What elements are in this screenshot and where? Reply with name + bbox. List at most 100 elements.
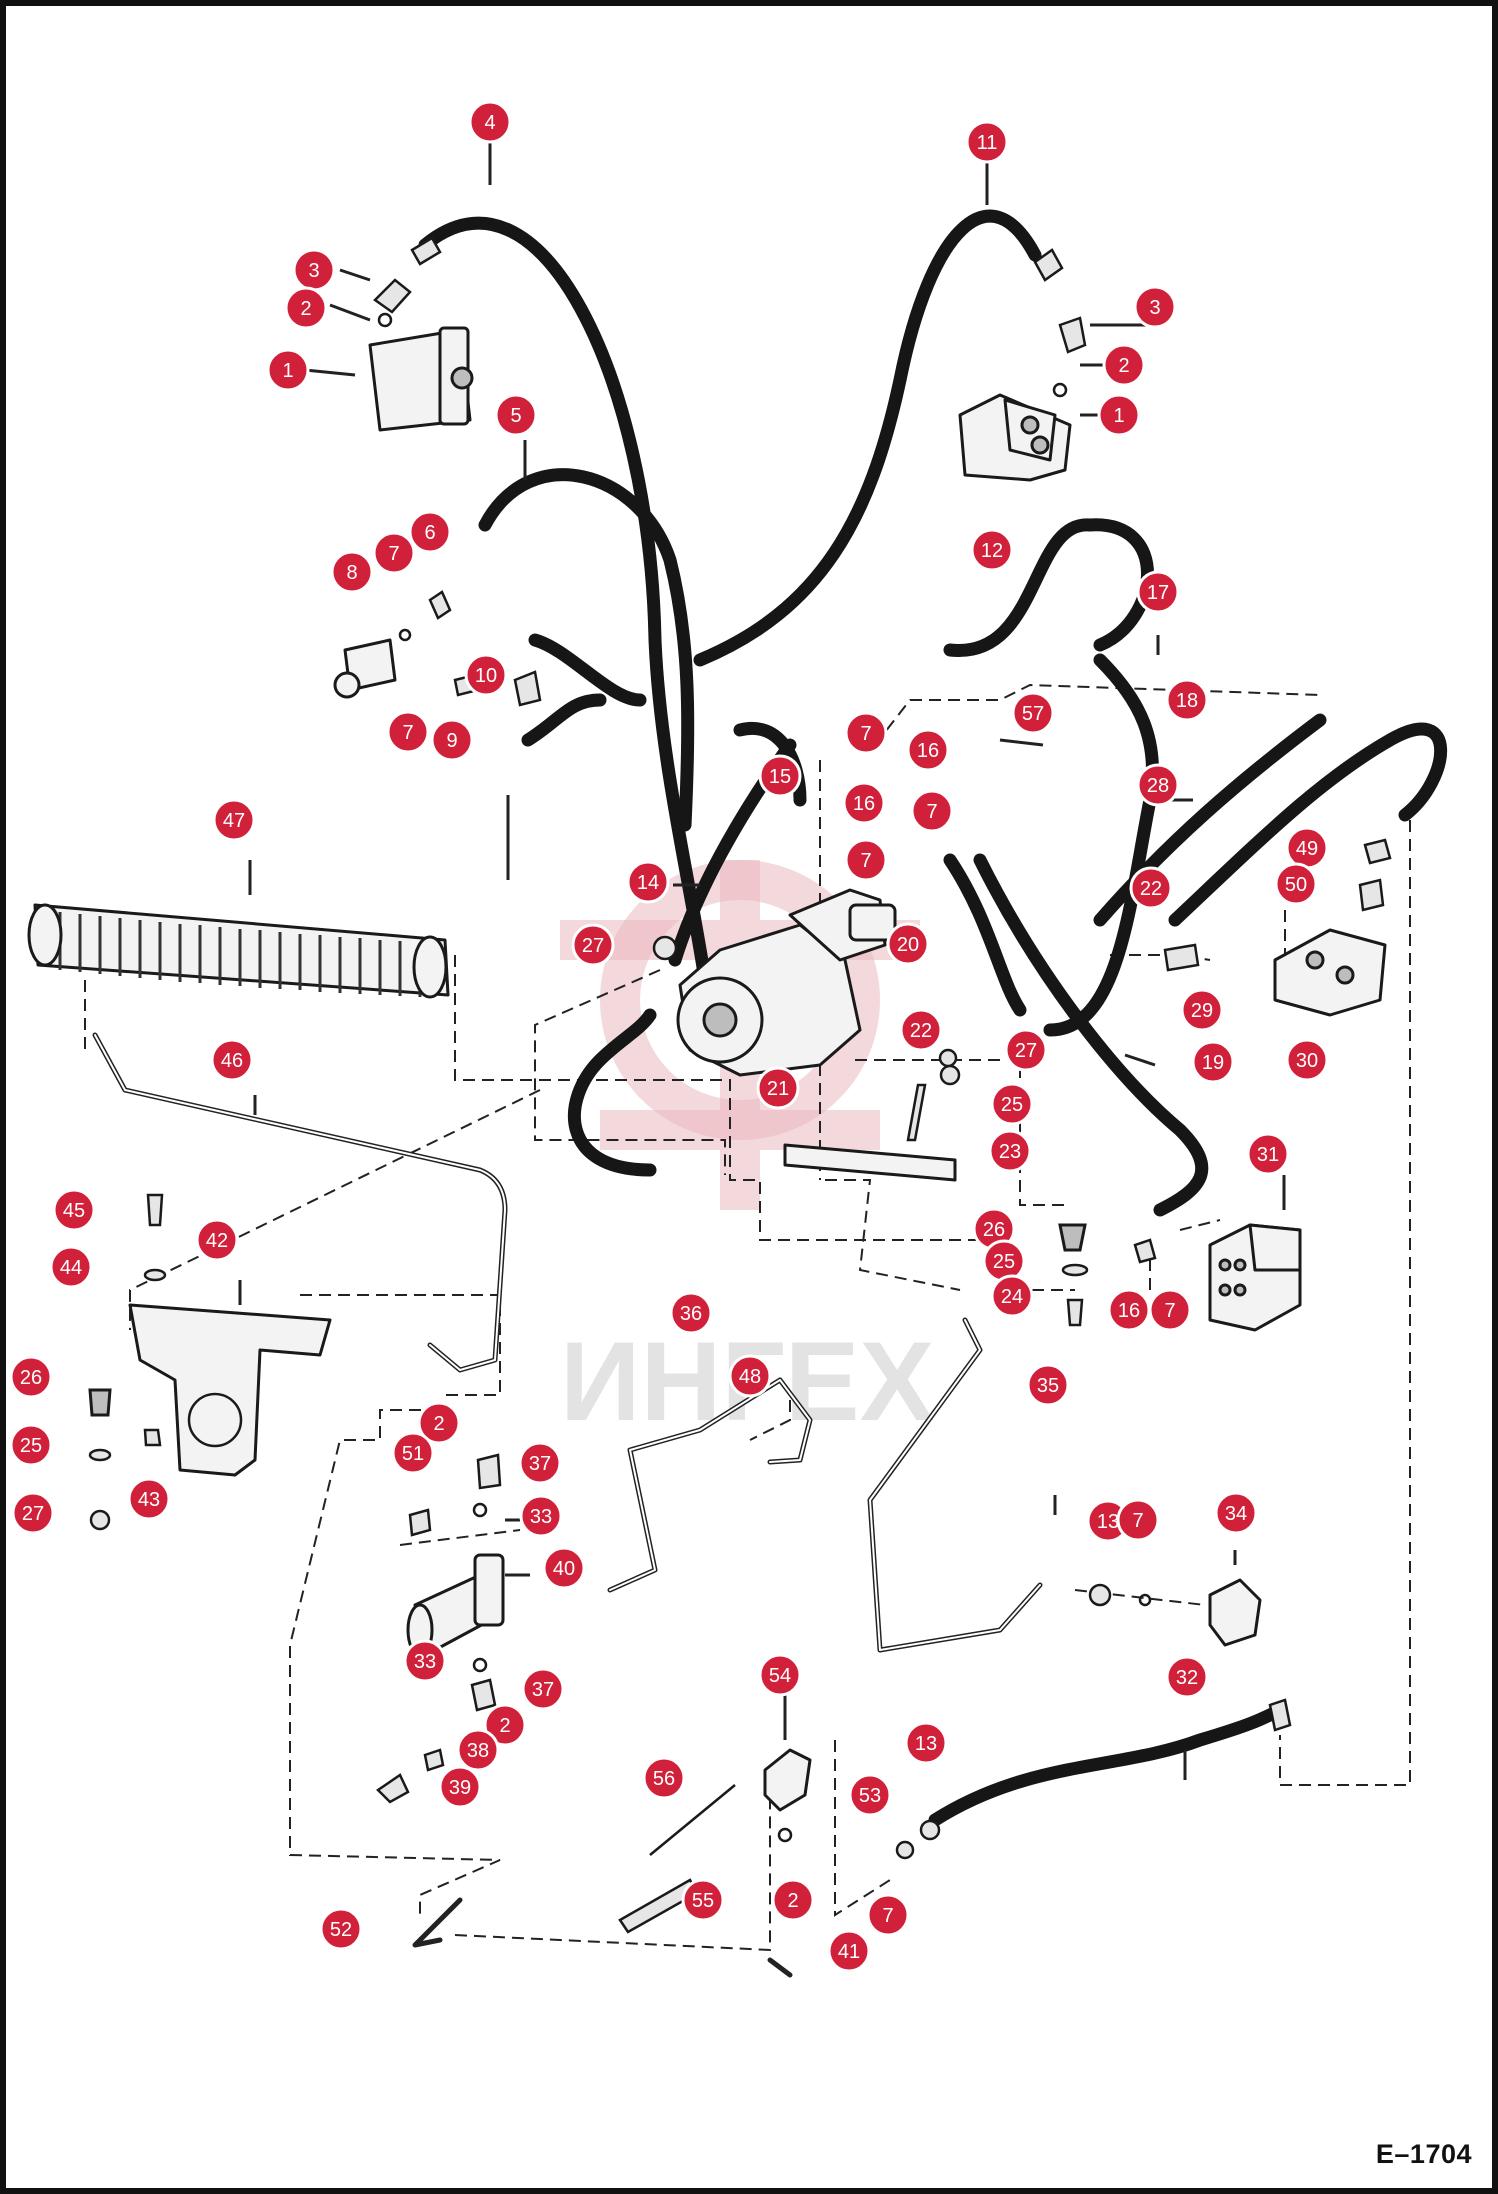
elbow-49 (1363, 838, 1392, 865)
callout-39: 39 (438, 1765, 482, 1809)
callout-label: 6 (424, 522, 435, 544)
components (27, 236, 1392, 1934)
tee-10 (513, 670, 542, 707)
bolt-22 (906, 1083, 927, 1142)
fitting-50 (1358, 878, 1385, 912)
callout-label: 49 (1296, 838, 1318, 860)
leader-lines (238, 130, 1286, 1780)
callout-label: 22 (1140, 878, 1162, 900)
callout-label: 14 (637, 872, 659, 894)
callout-28: 28 (1136, 763, 1180, 807)
callout-circle (408, 510, 452, 554)
callout-10: 10 (464, 653, 508, 697)
mount-26-right (1058, 1223, 1087, 1252)
callout-label: 46 (221, 1050, 243, 1072)
callout-7: 7 (1148, 1288, 1192, 1332)
callout-circle (464, 653, 508, 697)
callout-label: 8 (346, 562, 357, 584)
valve-31 (1208, 1223, 1302, 1332)
callout-23: 23 (988, 1129, 1032, 1173)
bracket-23 (783, 1143, 957, 1182)
hose-20 (943, 853, 1027, 1017)
callout-label: 26 (983, 1219, 1005, 1241)
callout-circle (319, 1907, 363, 1951)
callout-label: 44 (60, 1257, 82, 1279)
callout-label: 26 (20, 1367, 42, 1389)
callout-label: 11 (977, 132, 998, 154)
callout-label: 1 (282, 360, 293, 382)
callout-circle (990, 1274, 1034, 1318)
callout-label: 25 (993, 1251, 1015, 1273)
callout-label: 42 (206, 1230, 228, 1252)
callout-circle (756, 1066, 800, 1110)
callout-circle (886, 922, 930, 966)
callout-7: 7 (910, 789, 954, 833)
control-valve-30 (1273, 928, 1387, 1017)
fitting-29 (1163, 943, 1200, 972)
callout-label: 7 (1164, 1300, 1175, 1322)
callout-33: 33 (403, 1639, 447, 1683)
callout-label: 37 (532, 1679, 554, 1701)
callout-2: 2 (417, 1401, 461, 1445)
callout-label: 39 (449, 1777, 471, 1799)
hose-10 (521, 633, 647, 747)
callout-37: 37 (521, 1667, 565, 1711)
callout-50: 50 (1274, 862, 1318, 906)
callout-label: 2 (300, 298, 311, 320)
callout-circle (827, 1929, 871, 1973)
callout-label: 27 (1015, 1040, 1037, 1062)
callout-circle (1165, 678, 1209, 722)
callout-circle (1191, 1040, 1235, 1084)
callout-circle (842, 781, 886, 825)
callout-label: 27 (582, 935, 604, 957)
callout-1: 1 (266, 348, 310, 392)
callout-circle (494, 393, 538, 437)
elbow-39 (376, 1773, 410, 1804)
callout-circle (988, 1129, 1032, 1173)
callout-circle (758, 754, 802, 798)
callout-label: 27 (22, 1503, 44, 1525)
callout-22: 22 (1129, 866, 1173, 910)
o-ring-2-left (377, 312, 393, 328)
callout-5: 5 (494, 393, 538, 437)
callout-9: 9 (430, 718, 474, 762)
callout-label: 5 (510, 405, 521, 427)
callout-21: 21 (756, 1066, 800, 1110)
callout-circle (970, 528, 1014, 572)
callout-label: 15 (769, 766, 791, 788)
callout-circle (9, 1423, 53, 1467)
callout-20: 20 (886, 922, 930, 966)
callout-label: 2 (499, 1715, 510, 1737)
callout-label: 33 (530, 1506, 552, 1528)
callout-circle (681, 1878, 725, 1922)
hose-4 (418, 216, 712, 987)
callout-7: 7 (386, 710, 430, 754)
callout-25: 25 (9, 1423, 53, 1467)
bolt-43 (143, 1428, 162, 1447)
callout-15: 15 (758, 754, 802, 798)
callout-46: 46 (210, 1038, 254, 1082)
callout-circle (195, 1218, 239, 1262)
callout-label: 7 (860, 850, 871, 872)
callout-circle (468, 100, 512, 144)
callout-56: 56 (642, 1756, 686, 1800)
callout-label: 12 (981, 540, 1003, 562)
callout-label: 56 (653, 1768, 675, 1790)
callout-circle (430, 718, 474, 762)
hose-5 (478, 468, 695, 832)
callout-52: 52 (319, 1907, 363, 1951)
callout-label: 9 (446, 730, 457, 752)
callout-circle (965, 120, 1009, 164)
callout-34: 34 (1214, 1491, 1258, 1535)
callout-circle (904, 1721, 948, 1765)
callout-circle (910, 789, 954, 833)
fitting-37-top (476, 1453, 502, 1490)
callout-label: 43 (138, 1489, 160, 1511)
callout-circle (518, 1441, 562, 1485)
callout-circle (990, 1082, 1034, 1126)
callout-circle (758, 1653, 802, 1697)
callout-label: 25 (1001, 1094, 1023, 1116)
callout-circle (212, 798, 256, 842)
callout-33: 33 (519, 1494, 563, 1538)
